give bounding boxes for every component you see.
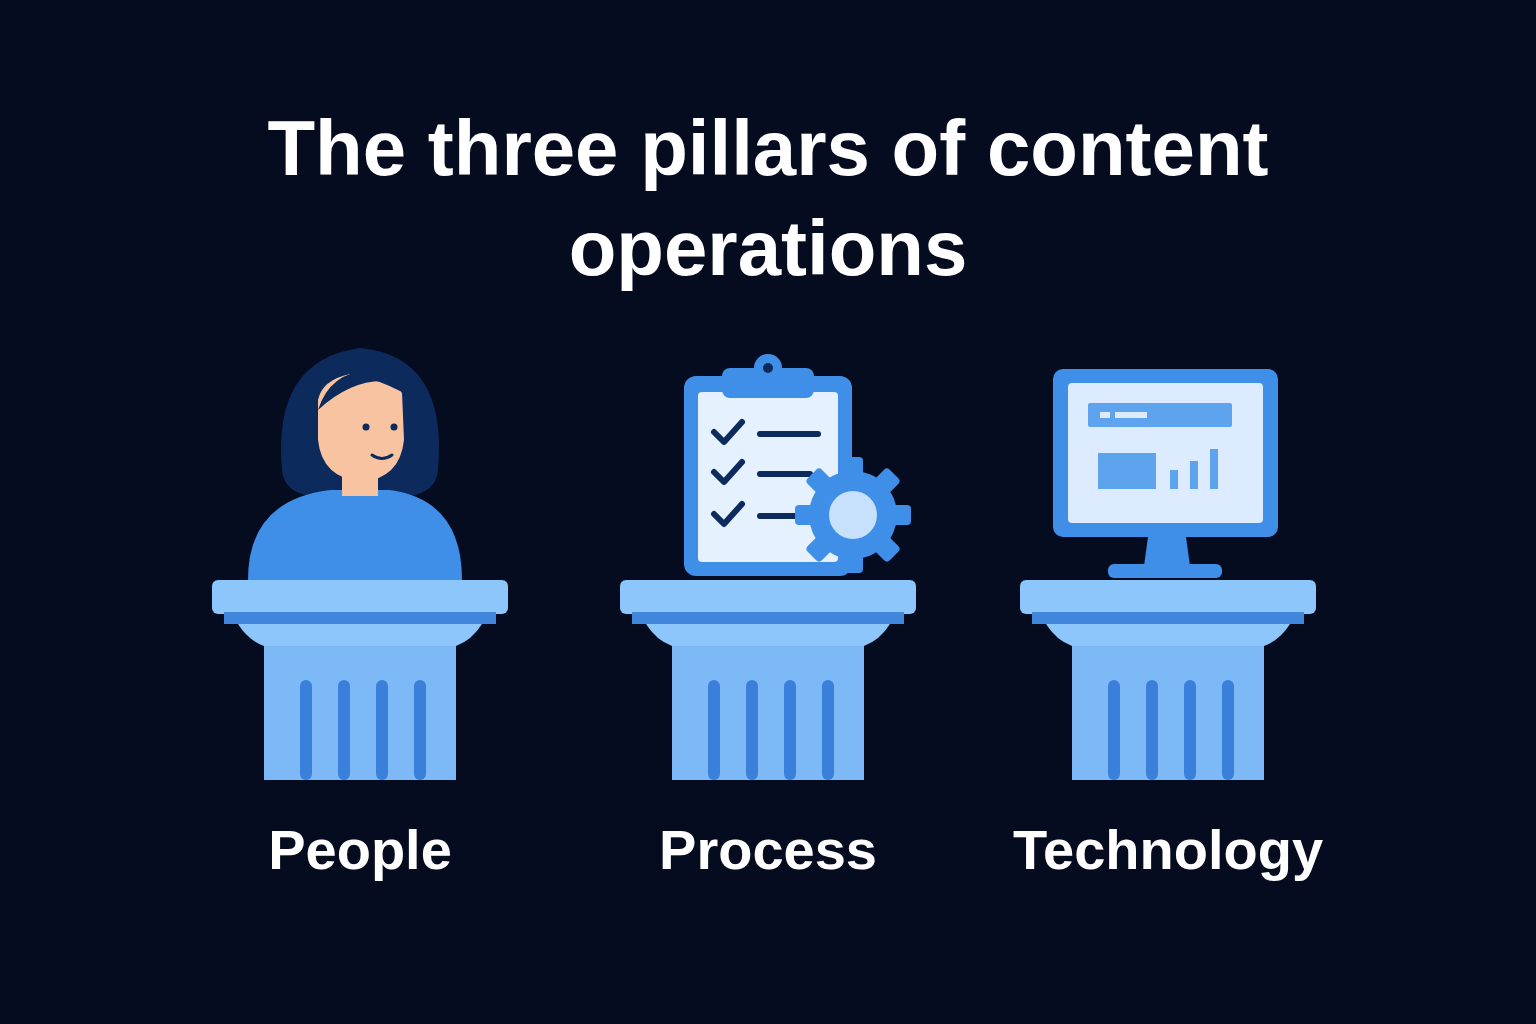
pillar-label: Process xyxy=(618,815,918,885)
diagram-title: The three pillars of content operations xyxy=(168,98,1368,298)
pillar xyxy=(620,580,916,780)
clipboard-icon xyxy=(684,354,911,576)
monitor-icon xyxy=(1053,369,1278,578)
pillar-node: Process xyxy=(618,578,918,885)
pillar-node: People xyxy=(210,578,510,885)
person-icon xyxy=(248,348,462,580)
pillar xyxy=(1020,580,1316,780)
pillar-label: People xyxy=(210,815,510,885)
pillar-node: Technology xyxy=(1003,578,1334,885)
pillar-label: Technology xyxy=(1003,815,1334,885)
pillar xyxy=(212,580,508,780)
